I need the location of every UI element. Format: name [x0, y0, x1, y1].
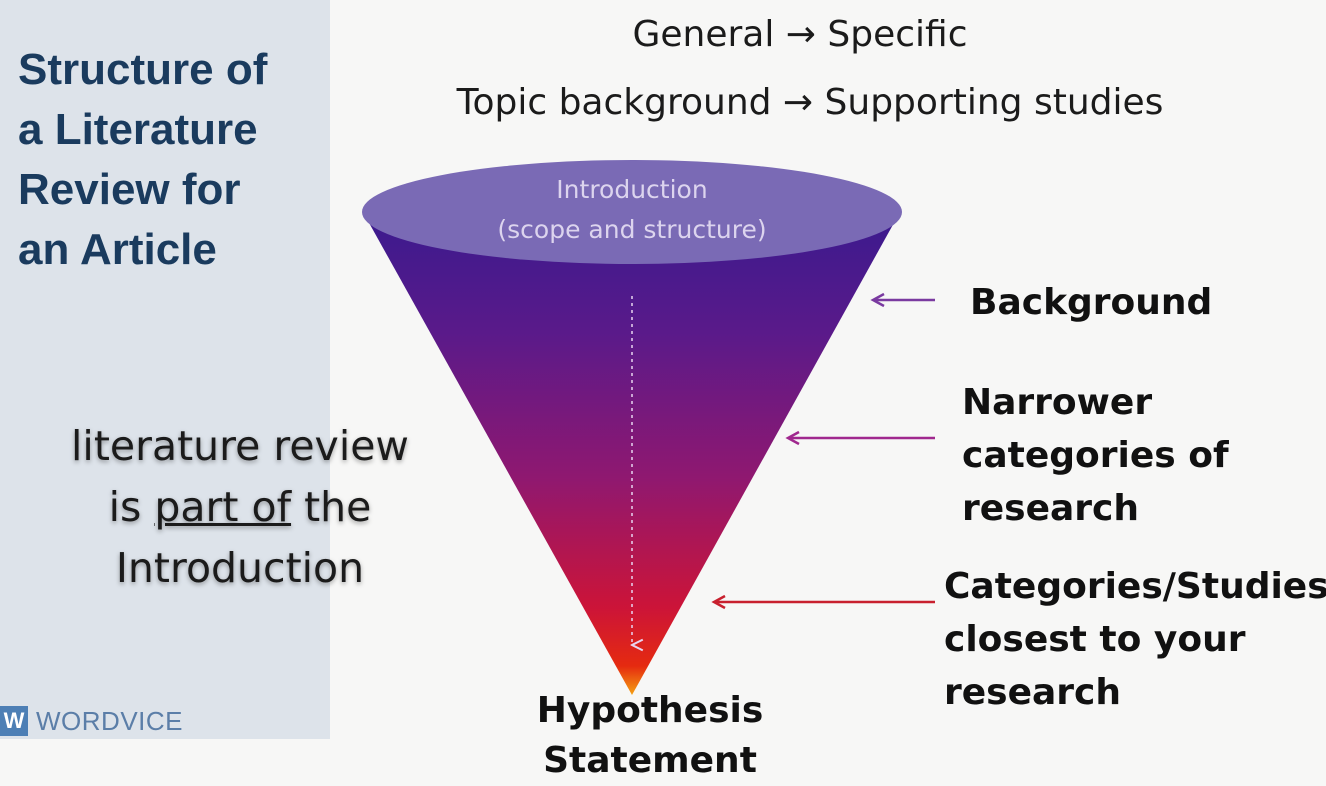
header-general-specific: General → Specific	[632, 14, 968, 55]
label-closest-line-3: research	[944, 672, 1122, 713]
note-line-2-underlined: part of	[154, 483, 292, 531]
funnel-diagram: Introduction (scope and structure)	[362, 160, 935, 695]
funnel-cone	[363, 212, 900, 695]
note-line-1: literature review	[71, 422, 409, 470]
label-narrower-line-3: research	[962, 488, 1140, 529]
note-line-3: Introduction	[115, 544, 365, 592]
title-line-1: Structure of	[18, 45, 268, 94]
label-closest-line-1: Categories/Studies	[944, 566, 1326, 607]
header-topic-supporting: Topic background → Supporting studies	[456, 82, 1164, 123]
label-narrower-categories: Narrower categories of research	[962, 376, 1229, 535]
label-closest-line-2: closest to your	[944, 619, 1246, 660]
title-line-3: Review for	[18, 165, 241, 214]
literature-review-note: literature review is part of the Introdu…	[20, 416, 460, 599]
logo-mark: W	[0, 706, 28, 736]
label-narrower-line-1: Narrower	[962, 382, 1153, 423]
funnel-top-label-2: (scope and structure)	[497, 215, 766, 244]
title-line-4: an Article	[18, 225, 217, 274]
arrow-narrower	[785, 430, 935, 446]
slide-title: Structure of a Literature Review for an …	[18, 40, 318, 280]
label-closest-studies: Categories/Studies closest to your resea…	[944, 560, 1326, 719]
label-background-text: Background	[970, 282, 1213, 323]
note-line-2-post: the	[291, 483, 372, 531]
note-line-2-pre: is	[108, 483, 155, 531]
funnel-top-ellipse	[362, 160, 902, 264]
title-line-2: a Literature	[18, 105, 258, 154]
label-background: Background	[970, 276, 1212, 329]
label-narrower-line-2: categories of	[962, 435, 1229, 476]
sidebar-panel	[0, 0, 330, 739]
funnel-top-label-1: Introduction	[556, 175, 707, 204]
logo-text: WORDVICE	[36, 705, 183, 736]
wordvice-logo: W WORDVICE	[0, 704, 183, 738]
arrow-background	[870, 292, 935, 308]
arrow-closest	[711, 594, 935, 610]
hypothesis-statement: Hypothesis Statement	[536, 690, 764, 781]
